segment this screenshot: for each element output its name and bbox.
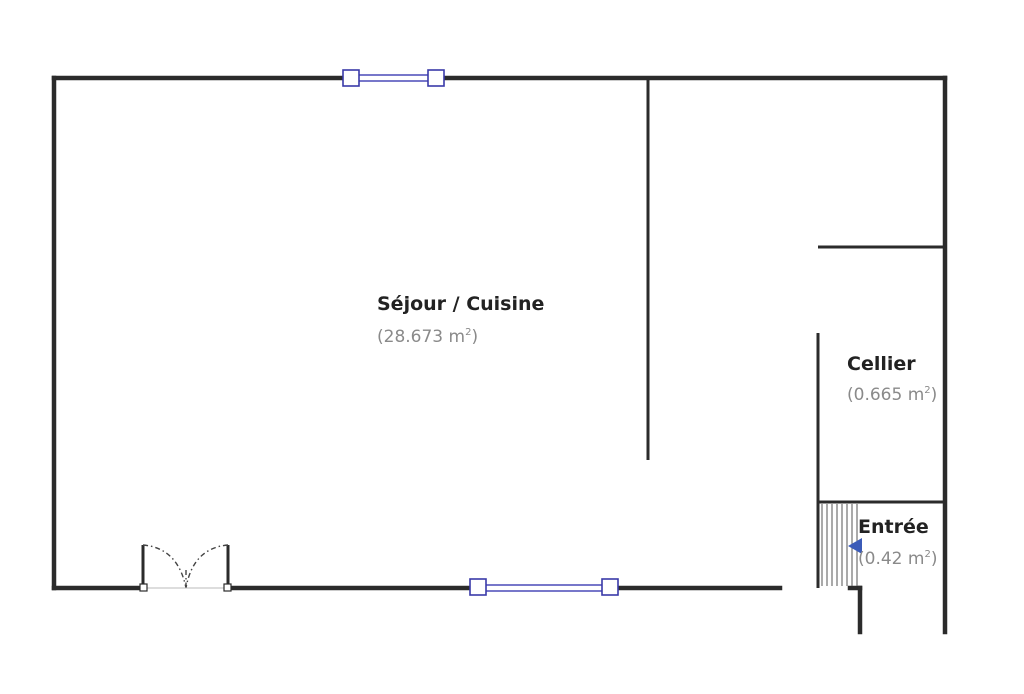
window-bottom-handle-left[interactable] [469, 578, 487, 596]
stairs [821, 504, 858, 586]
room-area-cellier: (0.665 m2) [847, 385, 937, 405]
room-area-sejour: (28.673 m2) [377, 327, 478, 347]
window-bottom [469, 578, 619, 596]
room-area-entree: (0.42 m2) [858, 549, 937, 569]
room-name-entree: Entrée [858, 516, 929, 538]
room-name-cellier: Cellier [847, 353, 916, 375]
window-top [342, 69, 445, 87]
window-top-handle-left[interactable] [342, 69, 360, 87]
double-door [139, 544, 232, 592]
window-top-handle-right[interactable] [427, 69, 445, 87]
room-name-sejour: Séjour / Cuisine [377, 293, 544, 315]
entry-arrow-icon [848, 538, 862, 554]
window-bottom-handle-right[interactable] [601, 578, 619, 596]
